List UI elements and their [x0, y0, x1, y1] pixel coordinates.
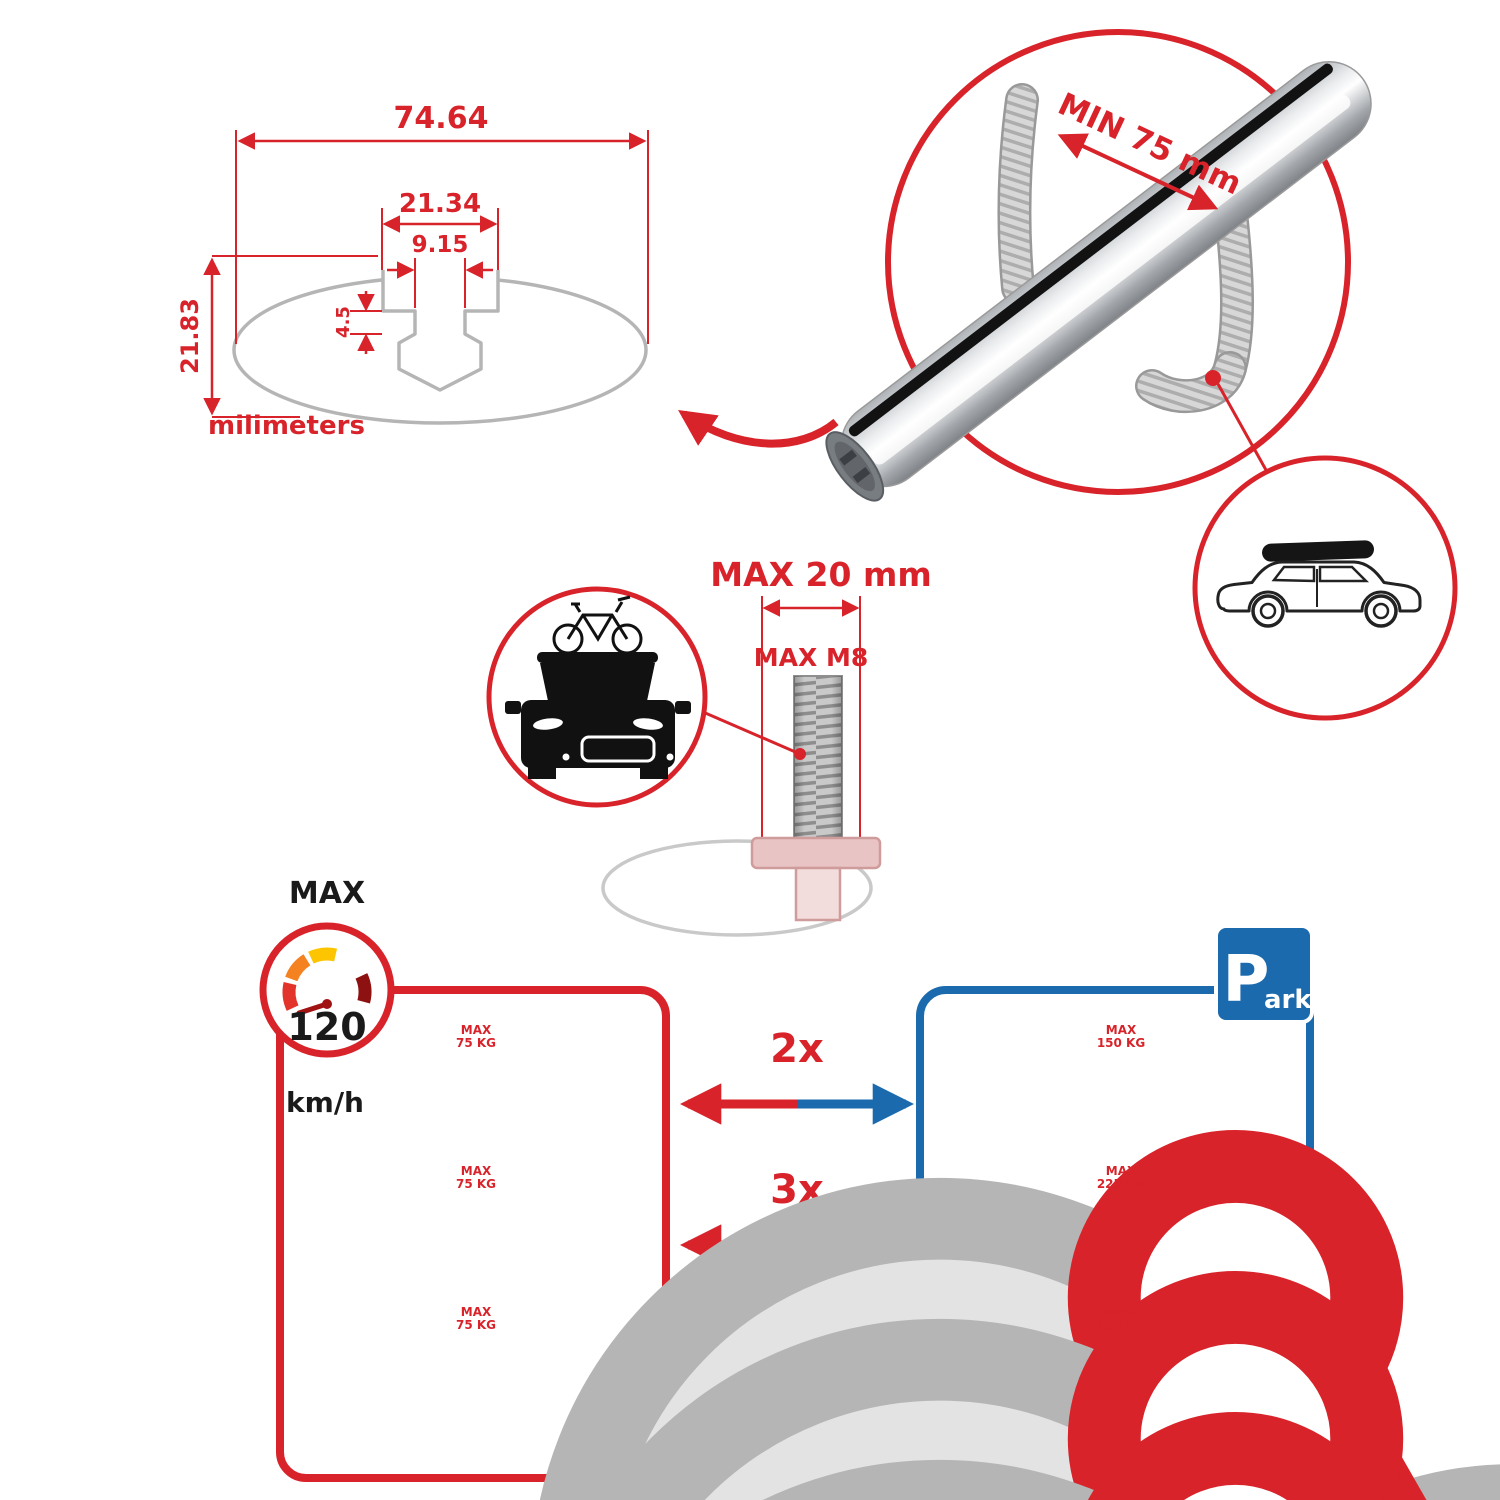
speed-value: 120: [287, 1005, 366, 1049]
bar-detail-callout: MIN 75 mm: [825, 29, 1372, 502]
driving-car-3: MAX 75 KG: [433, 1305, 1500, 1500]
dim-lip-depth: 4.5: [333, 306, 354, 338]
roof-cargo-box: [1262, 540, 1374, 562]
car-front-callout: [486, 586, 806, 808]
parking-letters-ark: ark: [1264, 985, 1312, 1015]
dimension-drawing: 74.64 21.34 9.15 4.5 21.83 milimeters: [176, 101, 839, 448]
load-sign-kg: 75 KG: [456, 1318, 496, 1332]
car-front-icon: [505, 652, 691, 779]
units-label: milimeters: [208, 411, 365, 441]
max-width-label: MAX 20 mm: [710, 555, 932, 594]
speed-units: km/h: [286, 1086, 364, 1119]
qty-row-1: 2x: [679, 1026, 915, 1125]
ghost-profile: [601, 839, 873, 937]
qty-label-2: 3x: [770, 1167, 824, 1213]
pointer-arrow: [678, 409, 839, 448]
t-slot-profile: [381, 270, 500, 392]
driving-car-2: MAX 75 KG: [433, 1164, 1500, 1500]
driving-box: [276, 986, 670, 1482]
clamp-strap-hook: [1135, 351, 1247, 414]
parking-letter-p: P: [1223, 943, 1270, 1017]
leader-dot: [1205, 370, 1221, 386]
parked-car-3: MAX 300 KG: [1097, 1305, 1500, 1500]
load-sign-max: MAX: [1106, 1305, 1137, 1319]
load-sign-max: MAX: [461, 1305, 492, 1319]
bicycle-icon: [552, 595, 643, 655]
t-bolt: [750, 675, 882, 922]
min-spacing-arrow: [1057, 133, 1219, 211]
speed-limit-gauge: MAX 120 km/h: [259, 876, 395, 1119]
leader-dot-bolt: [794, 748, 806, 760]
clamp-strap-right: [1213, 205, 1254, 385]
dim-height: 21.83: [176, 298, 204, 374]
t-bolt-stem: [794, 866, 842, 922]
suv-roofbox-callout: [1192, 455, 1458, 721]
t-bolt-flange: [750, 836, 882, 870]
load-sign-max: MAX: [461, 1164, 492, 1178]
bolt-callout: MAX 20 mm MAX M8: [601, 555, 932, 937]
load-sign-kg: 75 KG: [456, 1036, 496, 1050]
load-sign-kg: 75 KG: [456, 1177, 496, 1191]
speed-max-label: MAX: [289, 876, 365, 911]
dim-slot-outer: 21.34: [399, 189, 481, 219]
load-sign-max: MAX: [1106, 1164, 1137, 1178]
driving-car-1: MAX 75 KG: [433, 1023, 1500, 1500]
gauge-circle: [259, 922, 395, 1058]
dim-slot-inner: 9.15: [412, 232, 469, 258]
clamp-strap-left: [997, 83, 1039, 305]
leader-line: [1216, 383, 1268, 471]
qty-label-1: 2x: [770, 1026, 824, 1072]
parked-car-2: MAX 225 KG: [1097, 1164, 1500, 1500]
max-thread-label: MAX M8: [754, 643, 868, 672]
load-sign-max: MAX: [1106, 1023, 1137, 1037]
parking-sign: P ark: [1214, 924, 1314, 1024]
load-sign-kg: 300 KG: [1097, 1318, 1145, 1332]
load-sign-kg: 225 KG: [1097, 1177, 1145, 1191]
load-sign-kg: 150 KG: [1097, 1036, 1145, 1050]
dim-total-width: 74.64: [394, 101, 489, 136]
load-sign-max: MAX: [461, 1023, 492, 1037]
parked-car-1: MAX 150 KG: [1097, 1023, 1500, 1500]
